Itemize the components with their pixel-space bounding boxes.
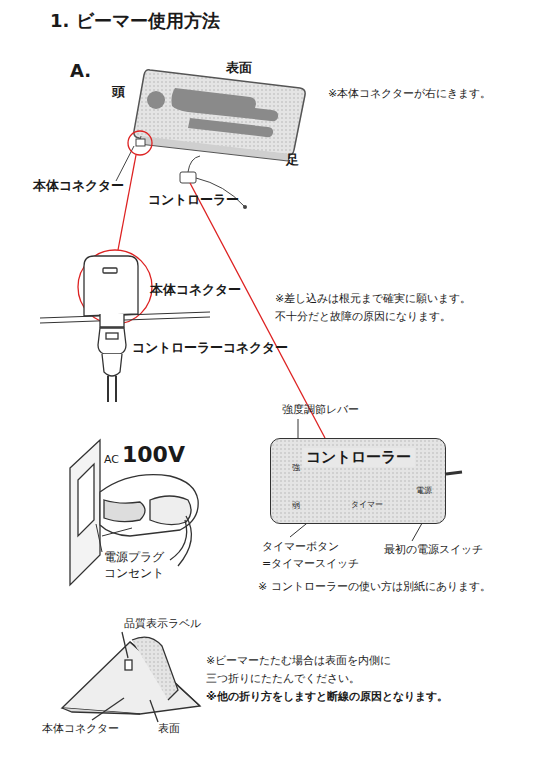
note: ※本体コネクターが右にきます。 bbox=[328, 87, 491, 101]
part-label: 頭 bbox=[112, 84, 125, 100]
part-label: 足 bbox=[286, 152, 299, 168]
part-label: 表面 bbox=[226, 60, 252, 76]
switch-label: 電源 bbox=[416, 486, 432, 496]
controller-title: コントローラー bbox=[302, 448, 415, 467]
part-label: =タイマースイッチ bbox=[262, 557, 359, 571]
part-label: コントローラー bbox=[148, 192, 239, 208]
part-label: 本体コネクター bbox=[42, 722, 119, 736]
note: ※ビーマーたたむ場合は表面を内側に 三つ折りにたたんでください。 bbox=[206, 652, 402, 687]
voltage-label: AC bbox=[104, 453, 119, 467]
connector-detail bbox=[40, 256, 210, 402]
voltage-label: 100V bbox=[122, 441, 185, 469]
part-label: 本体コネクター bbox=[150, 282, 241, 298]
callout-line bbox=[78, 131, 325, 438]
part-label: 品質表示ラベル bbox=[124, 617, 201, 631]
part-label: 本体コネクター bbox=[33, 178, 124, 194]
note: ※他の折り方をしますと断線の原因となります。 bbox=[206, 690, 448, 704]
part-label: 電源プラグ bbox=[104, 550, 164, 565]
part-label: 強度調節レバー bbox=[282, 403, 359, 417]
part-label: 表面 bbox=[158, 722, 180, 736]
mat bbox=[116, 70, 305, 209]
scale-mark: 強 bbox=[292, 463, 300, 473]
controller-box: コントローラー bbox=[270, 438, 446, 524]
scale-mark: 弱 bbox=[292, 501, 300, 511]
button-label: タイマー bbox=[351, 500, 383, 510]
folded-mat bbox=[62, 632, 200, 722]
part-label: 最初の電源スイッチ bbox=[384, 543, 483, 557]
outlet-illustration bbox=[70, 440, 198, 585]
note: ※差し込みは根元まで確実に願います。 不十分だと故障の原因になります。 bbox=[275, 290, 481, 325]
note: ※ コントローラーの使い方は別紙にあります。 bbox=[258, 580, 491, 594]
part-label: コンセント bbox=[104, 566, 164, 581]
part-label: タイマーボタン bbox=[262, 540, 339, 554]
part-label: コントローラーコネクター bbox=[132, 340, 288, 356]
section-letter: A. bbox=[70, 60, 91, 83]
title: 1. ビーマー使用方法 bbox=[50, 10, 220, 33]
